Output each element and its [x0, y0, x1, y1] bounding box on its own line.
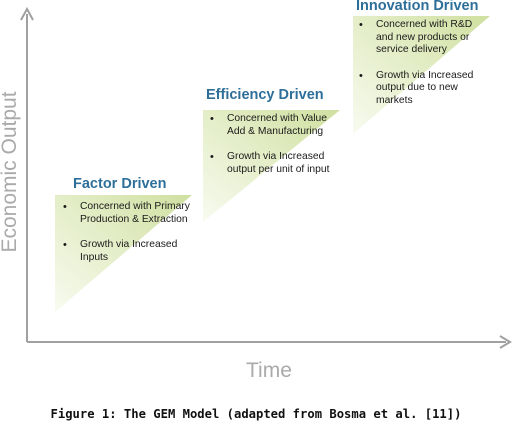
stage-innovation-bullets: Concerned with R&D and new products or s…: [357, 19, 489, 121]
bullet-item: Growth via Increased output per unit of …: [208, 151, 340, 176]
bullet-item: Concerned with Primary Production & Extr…: [61, 201, 193, 226]
stage-factor-bullets: Concerned with Primary Production & Extr…: [61, 201, 193, 277]
x-axis-arrowhead: [499, 335, 512, 349]
bullet-item: Concerned with Value Add & Manufacturing: [208, 113, 340, 138]
bullet-item: Growth via Increased Inputs: [61, 239, 193, 264]
stage-innovation-title: Innovation Driven: [356, 0, 479, 14]
bullet-item: Growth via Increased output due to new m…: [357, 70, 489, 108]
bullet-item: Concerned with R&D and new products or s…: [357, 19, 489, 57]
y-axis-arrowhead: [20, 6, 34, 21]
stage-factor-title: Factor Driven: [73, 176, 167, 192]
figure-caption: Figure 1: The GEM Model (adapted from Bo…: [50, 407, 462, 421]
y-axis-label: Economic Output: [0, 91, 21, 253]
stage-efficiency-title: Efficiency Driven: [206, 87, 324, 103]
x-axis-label: Time: [246, 359, 292, 382]
stage-efficiency-bullets: Concerned with Value Add & Manufacturing…: [208, 113, 340, 189]
